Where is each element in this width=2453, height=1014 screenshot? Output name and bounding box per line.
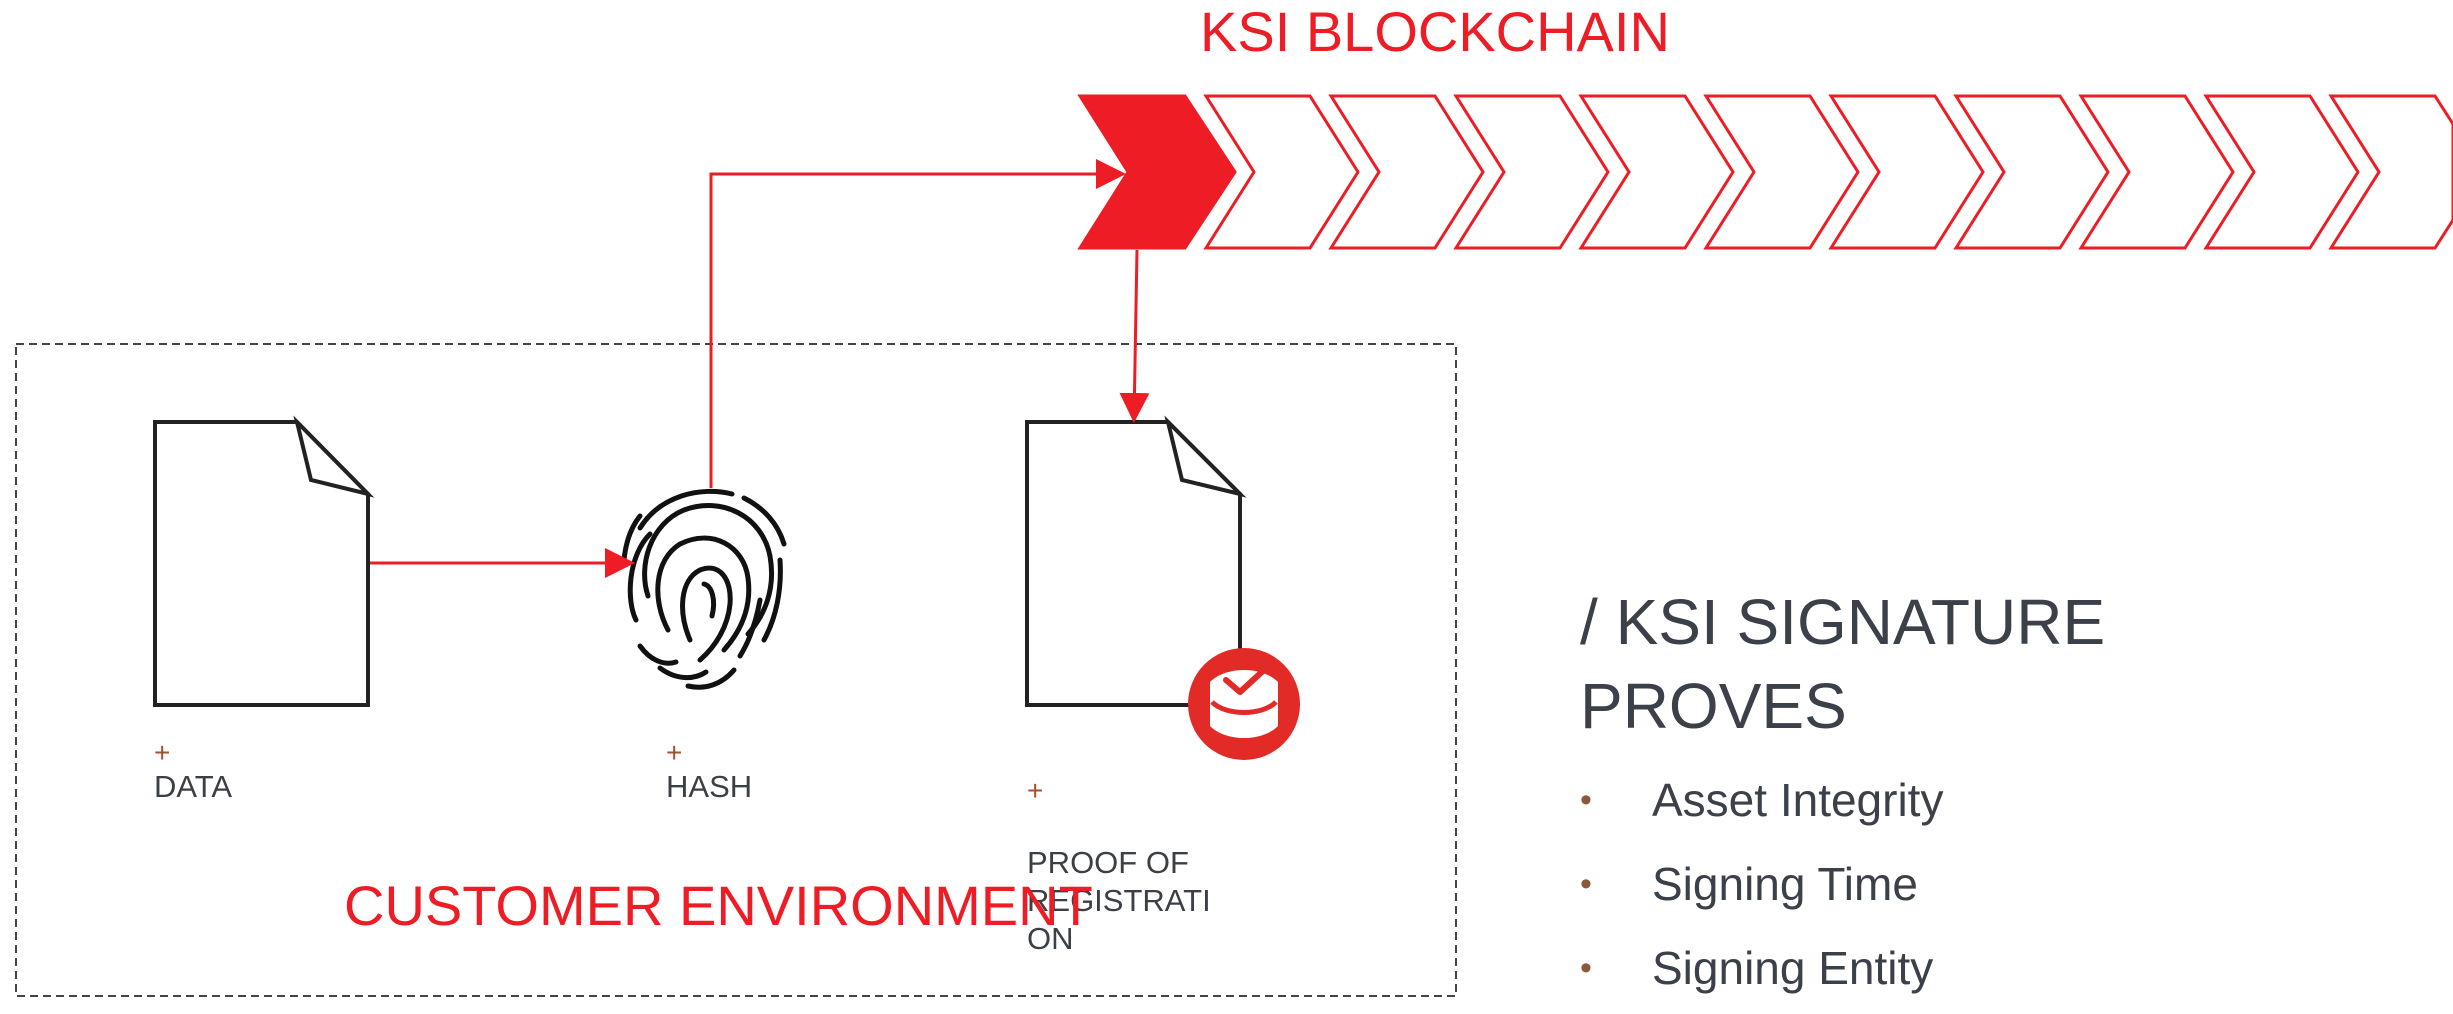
bullet-icon: • bbox=[1580, 949, 1592, 987]
blockchain-block bbox=[2328, 94, 2453, 250]
blockchain-block bbox=[1953, 94, 2110, 250]
connector-lines bbox=[370, 159, 1150, 578]
signature-item: • Signing Time bbox=[1580, 846, 1943, 930]
node-label-data: DATA bbox=[154, 769, 233, 804]
node-data: + DATA bbox=[154, 738, 232, 806]
blockchain-block bbox=[1453, 94, 1610, 250]
node-label-hash: HASH bbox=[666, 769, 753, 804]
signature-list: • Asset Integrity • Signing Time • Signi… bbox=[1580, 762, 1943, 1014]
blockchain-block-active bbox=[1077, 94, 1237, 250]
blockchain-block bbox=[1703, 94, 1860, 250]
signature-item: • Signing Entity bbox=[1580, 930, 1943, 1014]
document-icon bbox=[153, 415, 375, 707]
node-label-proof: PROOF OF REGISTRATI ON bbox=[1027, 845, 1211, 956]
signature-badge-icon bbox=[1188, 648, 1300, 760]
node-hash: + HASH bbox=[666, 738, 752, 806]
blockchain-block bbox=[1578, 94, 1735, 250]
arrow-blockchain-to-proof bbox=[1119, 249, 1150, 423]
node-proof: + PROOF OF REGISTRATI ON bbox=[1027, 738, 1267, 958]
node-marker: + bbox=[666, 737, 683, 768]
signature-heading: / KSI SIGNATURE PROVES bbox=[1580, 586, 2106, 742]
blockchain-block bbox=[1328, 94, 1485, 250]
customer-environment-boundary bbox=[15, 343, 1457, 997]
document-icon bbox=[1025, 415, 1247, 707]
blockchain-chain bbox=[1077, 94, 2453, 250]
node-marker: + bbox=[154, 737, 171, 768]
node-marker: + bbox=[1027, 775, 1044, 806]
blockchain-block bbox=[2078, 94, 2235, 250]
fingerprint-icon bbox=[621, 488, 787, 690]
signature-item: • Asset Integrity bbox=[1580, 762, 1943, 846]
blockchain-block bbox=[2203, 94, 2360, 250]
bullet-icon: • bbox=[1580, 865, 1592, 903]
signature-item-label: Signing Entity bbox=[1652, 942, 1934, 994]
blockchain-block bbox=[1828, 94, 1985, 250]
signature-item-label: Asset Integrity bbox=[1652, 774, 1944, 826]
signature-item-label: Signing Time bbox=[1652, 858, 1918, 910]
customer-environment-label: CUSTOMER ENVIRONMENT bbox=[344, 874, 1093, 937]
bullet-icon: • bbox=[1580, 781, 1592, 819]
arrow-hash-to-blockchain bbox=[709, 159, 1126, 488]
blockchain-title: KSI BLOCKCHAIN bbox=[1200, 0, 1670, 63]
blockchain-block bbox=[1203, 94, 1360, 250]
